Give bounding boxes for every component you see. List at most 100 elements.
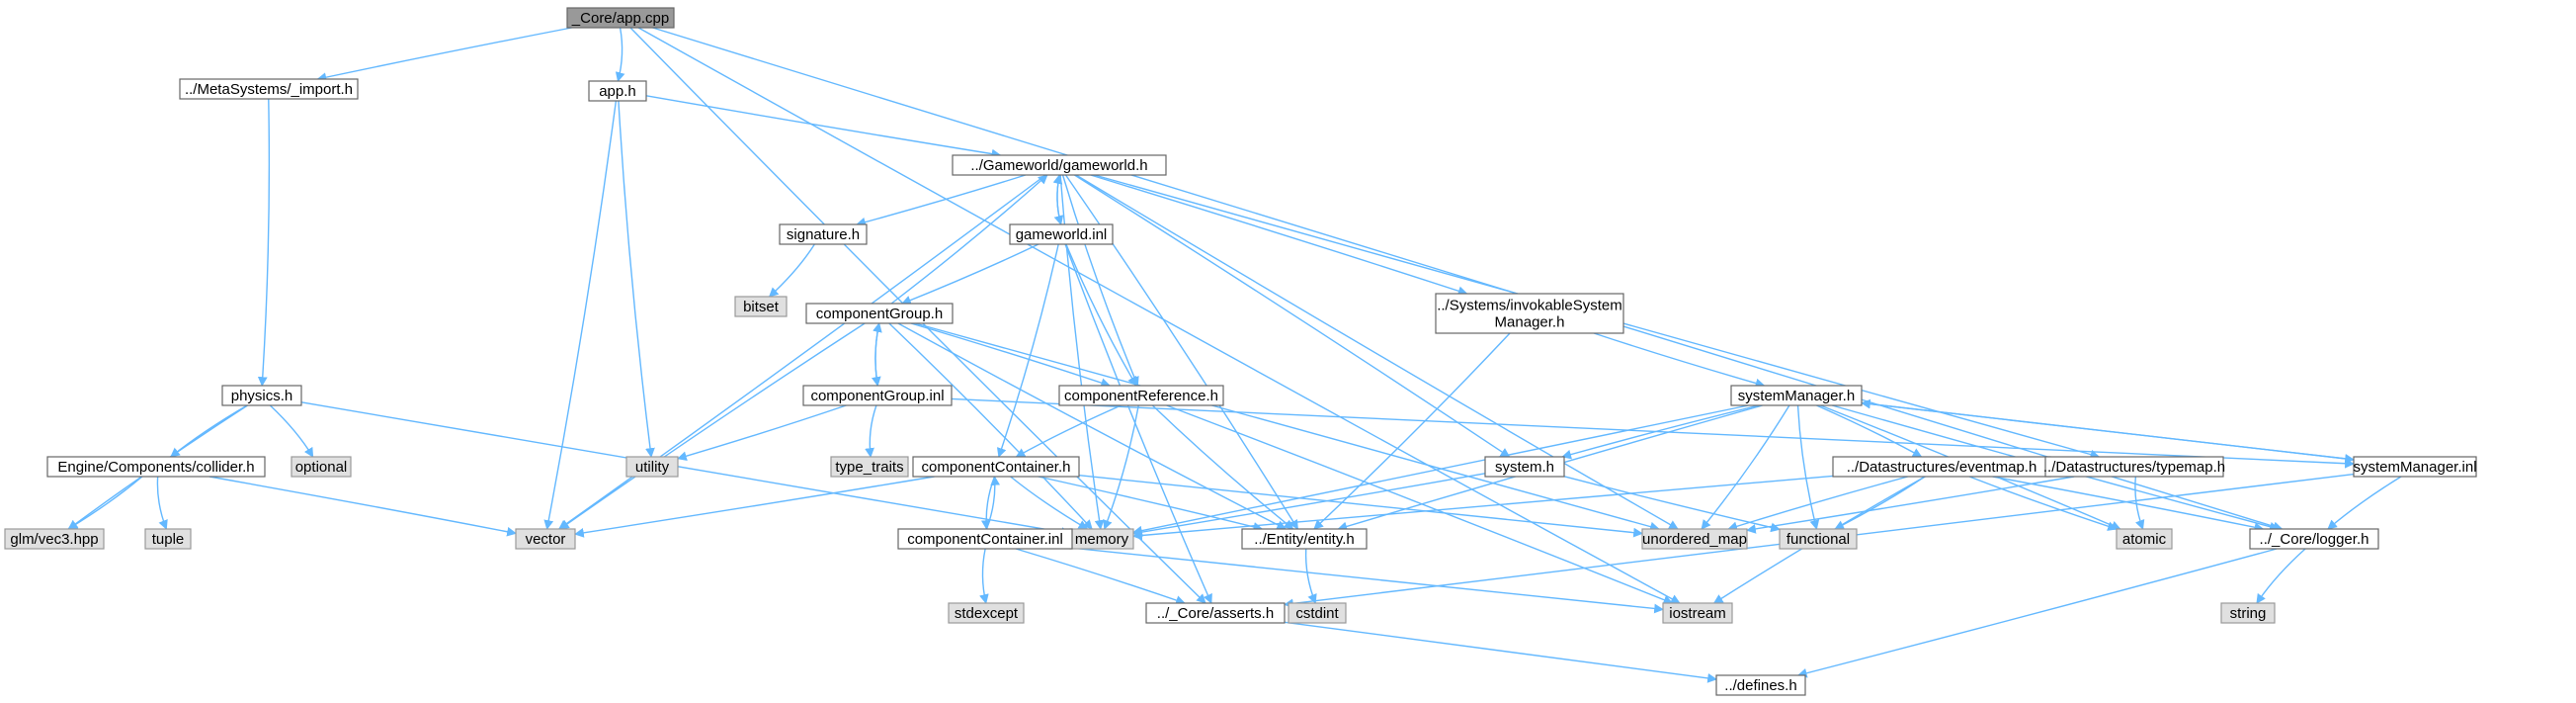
node-box (948, 602, 1025, 624)
edge-invokable_h-to-entity_h (1313, 332, 1511, 530)
node-componentContainer-inl[interactable]: componentContainer.inl (897, 528, 1073, 550)
node-box (1730, 385, 1863, 406)
edge-componentGroup_inl-to-systemManager_inl (951, 397, 2355, 469)
edge-gameworld_inl-to-componentGroup_h (901, 243, 1039, 306)
edge-componentGroup_h-to-entity_h (897, 322, 1288, 530)
edge-physics_h-to-memory (300, 401, 1071, 537)
node-collider-h[interactable]: Engine/Components/collider.h (46, 456, 266, 478)
node-systemManager-inl[interactable]: systemManager.inl (2353, 456, 2477, 478)
edge-componentReference_h-to-entity_h (1151, 404, 1294, 530)
edge-gameworld_h-to-invokable_h (1090, 174, 1468, 296)
node-stdexcept: stdexcept (948, 602, 1025, 624)
edge-logger_h-to-defines_h (1796, 548, 2278, 678)
edge-gameworld_h-to-componentReference_h (1061, 174, 1139, 387)
node-componentGroup-h[interactable]: componentGroup.h (805, 303, 954, 324)
node-systemManager-h[interactable]: systemManager.h (1730, 385, 1863, 406)
node-label: physics.h (231, 388, 293, 404)
node-typemap-h[interactable]: ../Datastructures/typemap.h (2043, 456, 2225, 478)
node-box (1641, 528, 1748, 550)
edge-entity_h-to-cstdint (1304, 548, 1317, 604)
edge-gameworld_inl-to-gameworld_h (1052, 174, 1063, 225)
node-label: ../_Core/asserts.h (1157, 605, 1274, 622)
node-label: stdexcept (955, 605, 1019, 622)
node-import-h[interactable]: ../MetaSystems/_import.h (179, 78, 359, 100)
node-app-cpp[interactable]: _Core/app.cpp (566, 7, 675, 29)
node-box (2249, 528, 2379, 550)
edge-componentGroup_h-to-componentReference_h (910, 322, 1111, 388)
node-box (897, 528, 1073, 550)
edge-componentContainer_inl-to-componentContainer_h (985, 476, 1001, 530)
edge-componentContainer_h-to-entity_h (1038, 476, 1264, 532)
edge-gameworld_h-to-system_h (1074, 174, 1511, 458)
node-box (779, 223, 868, 245)
edge-componentGroup_inl-to-utility (677, 404, 847, 461)
node-vector: vector (515, 528, 576, 550)
node-label: string (2230, 605, 2267, 622)
node-box (734, 296, 788, 317)
node-label: gameworld.inl (1016, 226, 1108, 243)
node-gameworld-h[interactable]: ../Gameworld/gameworld.h (952, 154, 1167, 176)
node-system-h[interactable]: system.h (1484, 456, 1565, 478)
edge-componentGroup_h-to-vector (559, 322, 866, 530)
edge-signature_h-to-bitset (768, 243, 815, 298)
edge-physics_h-to-optional (269, 404, 314, 458)
node-label: functional (1787, 531, 1850, 548)
node-componentReference-h[interactable]: componentReference.h (1058, 385, 1224, 406)
node-eventmap-h[interactable]: ../Datastructures/eventmap.h (1832, 456, 2051, 478)
node-box (1662, 602, 1733, 624)
node-cstdint: cstdint (1288, 602, 1347, 624)
edge-collider_h-to-vector (208, 476, 517, 537)
node-componentContainer-h[interactable]: componentContainer.h (912, 456, 1080, 478)
edge-componentContainer_h-to-unordered_map (1078, 474, 1643, 538)
node-app-h[interactable]: app.h (588, 80, 647, 102)
node-box (1009, 223, 1114, 245)
node-label: cstdint (1295, 605, 1339, 622)
node-label: Engine/Components/collider.h (57, 459, 254, 476)
node-utility: utility (625, 456, 679, 478)
edge-eventmap_h-to-unordered_map (1727, 476, 1908, 532)
node-iostream: iostream (1662, 602, 1733, 624)
edge-eventmap_h-to-logger_h (1992, 476, 2265, 533)
edge-systemManager_h-to-memory (1132, 404, 1749, 536)
node-label: optional (295, 459, 348, 476)
edge-app_cpp-to-iostream (637, 27, 1681, 604)
edge-componentContainer_inl-to-asserts_h (1015, 548, 1186, 605)
node-label: componentGroup.h (816, 306, 943, 322)
node-entity-h[interactable]: ../Entity/entity.h (1241, 528, 1368, 550)
edges-layer (67, 27, 2402, 683)
edge-systemManager_h-to-functional (1796, 404, 1820, 530)
edge-gameworld_h-to-vector (557, 174, 1046, 530)
edge-system_h-to-functional (1563, 476, 1781, 533)
node-type-traits: type_traits (830, 456, 909, 478)
node-label: signature.h (787, 226, 860, 243)
node-gameworld-inl[interactable]: gameworld.inl (1009, 223, 1114, 245)
node-box (830, 456, 909, 478)
node-box (952, 154, 1167, 176)
node-logger-h[interactable]: ../_Core/logger.h (2249, 528, 2379, 550)
node-label: bitset (743, 299, 780, 315)
node-box (1145, 602, 1286, 624)
node-label: _Core/app.cpp (571, 10, 669, 27)
edge-componentReference_h-to-componentContainer_h (1015, 404, 1122, 458)
node-signature-h[interactable]: signature.h (779, 223, 868, 245)
edge-gameworld_h-to-unordered_map (1075, 174, 1679, 530)
node-box (2353, 456, 2477, 478)
edge-systemManager_h-to-system_h (1561, 404, 1759, 460)
edge-app_h-to-utility (618, 100, 655, 458)
node-tuple: tuple (144, 528, 192, 550)
edge-logger_h-to-string (2256, 548, 2306, 604)
edge-componentGroup_h-to-gameworld_h (890, 174, 1048, 305)
node-defines-h[interactable]: ../defines.h (1715, 674, 1806, 696)
node-box (4, 528, 105, 550)
edge-componentGroup_inl-to-componentGroup_h (873, 322, 882, 387)
node-componentGroup-inl[interactable]: componentGroup.inl (802, 385, 953, 406)
node-box (515, 528, 576, 550)
edge-app_cpp-to-app_h (615, 27, 625, 82)
edge-systemManager_inl-to-systemManager_h (1861, 398, 2355, 461)
node-box (1288, 602, 1347, 624)
node-box (1484, 456, 1565, 478)
node-physics-h[interactable]: physics.h (221, 385, 302, 406)
node-asserts-h[interactable]: ../_Core/asserts.h (1145, 602, 1286, 624)
